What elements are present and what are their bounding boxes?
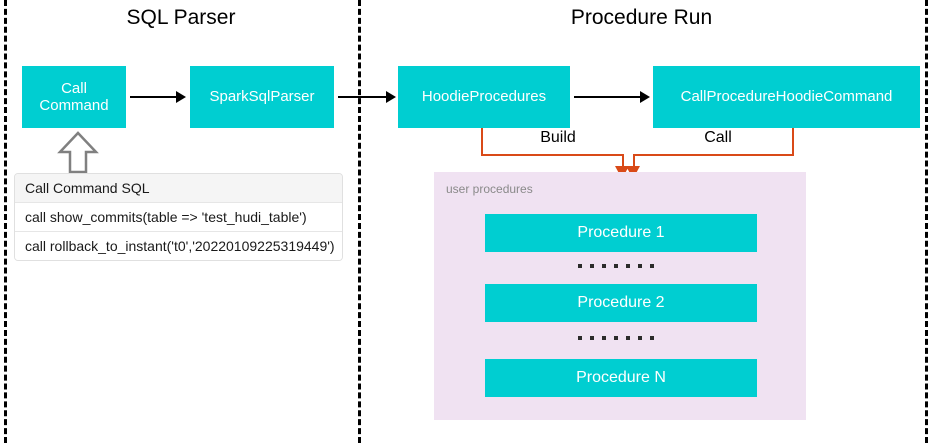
node-call-procedure-hoodie-command[interactable]: CallProcedureHoodieCommand [653,66,920,128]
flow-arrow-3-line [574,96,642,98]
procedure-box-n[interactable]: Procedure N [485,359,757,397]
edge-label-call: Call [684,129,752,147]
node-call-command-line1: Call [61,79,87,97]
node-hoodie-procedures[interactable]: HoodieProcedures [398,66,570,128]
ellipsis-separator-2 [578,336,654,340]
call-connector-across [633,154,793,156]
procedure-box-2[interactable]: Procedure 2 [485,284,757,322]
section-title-sql-parser: SQL Parser [126,6,236,29]
flow-arrow-1-line [130,96,178,98]
node-call-command[interactable]: Call Command [22,66,126,128]
build-connector-across [481,154,624,156]
call-command-sql-table: Call Command SQL call show_commits(table… [14,173,343,261]
call-connector-drop [633,154,635,168]
build-connector-down [481,128,483,156]
flow-arrow-2-line [338,96,388,98]
user-procedures-label: user procedures [446,182,533,196]
flow-arrow-2-head-icon [386,91,396,103]
node-call-command-line2: Command [39,97,109,114]
divider-right [925,0,928,443]
procedure-box-n-label: Procedure N [576,369,666,386]
procedure-box-1-label: Procedure 1 [577,224,665,241]
build-connector-drop [622,154,624,168]
divider-middle [358,0,361,443]
ellipsis-separator-1 [578,264,654,268]
node-spark-sql-parser-label: SparkSqlParser [209,88,315,106]
node-hoodie-procedures-label: HoodieProcedures [421,88,547,106]
edge-label-build: Build [522,129,594,147]
sql-table-row-2: call rollback_to_instant('t0','202201092… [15,232,342,260]
procedure-box-1[interactable]: Procedure 1 [485,214,757,252]
call-connector-down [792,128,794,156]
sql-table-row-1: call show_commits(table => 'test_hudi_ta… [15,203,342,232]
procedure-box-2-label: Procedure 2 [577,294,665,311]
flow-arrow-3-head-icon [640,91,650,103]
section-title-procedure-run: Procedure Run [570,6,713,29]
sql-table-header: Call Command SQL [15,174,342,203]
node-call-procedure-hoodie-command-label: CallProcedureHoodieCommand [680,88,893,106]
node-spark-sql-parser[interactable]: SparkSqlParser [190,66,334,128]
block-arrow-up-icon [56,130,100,179]
divider-left [4,0,7,443]
flow-arrow-1-head-icon [176,91,186,103]
